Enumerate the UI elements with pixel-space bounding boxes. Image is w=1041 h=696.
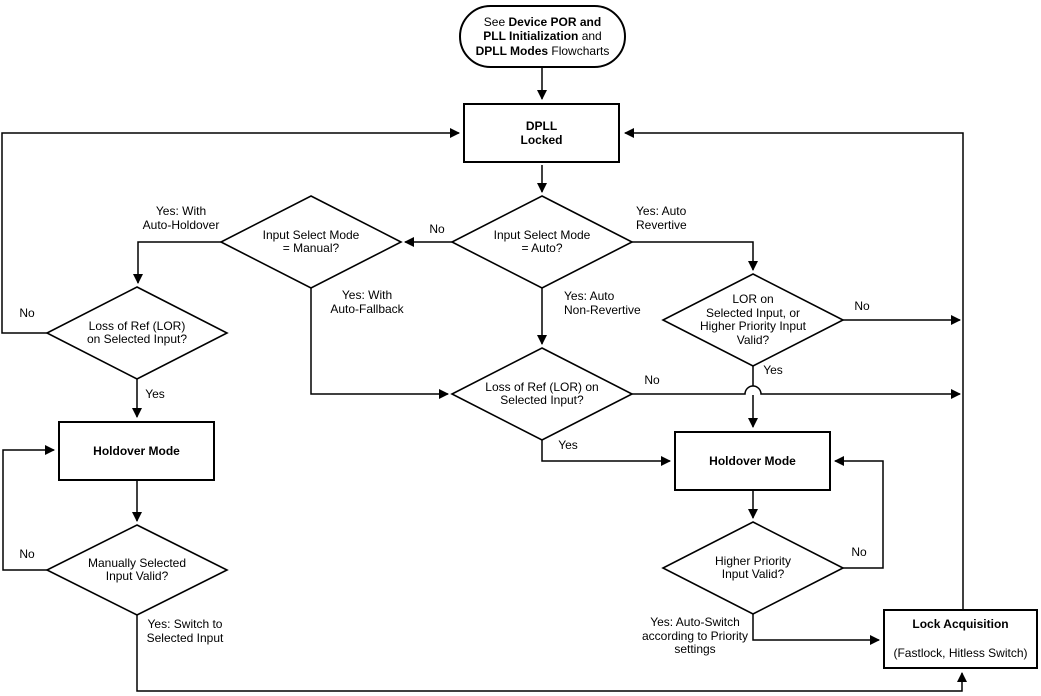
holdover-mode-left-box: Holdover Mode bbox=[58, 421, 215, 481]
dpll-locked-label: DPLL Locked bbox=[520, 118, 563, 148]
edge-label-yes-switch-selected: Yes: Switch to Selected Input bbox=[146, 617, 224, 645]
edge-label-yes-auto-switch: Yes: Auto-Switch according to Priority s… bbox=[641, 615, 749, 656]
edge-higher-priority-no bbox=[834, 456, 884, 569]
edge-label-no-higher-priority: No bbox=[851, 545, 867, 559]
edge-label-yes-auto-nonrevertive: Yes: Auto Non-Revertive bbox=[564, 289, 641, 317]
edge-lor-mid-no bbox=[632, 385, 961, 399]
decision-lor-left-shape bbox=[45, 286, 229, 380]
edge-auto-yes-revertive bbox=[632, 241, 758, 271]
edge-manual-yes-holdover bbox=[133, 241, 221, 284]
lock-acquisition-label: Lock Acquisition (Fastlock, Hitless Swit… bbox=[893, 603, 1027, 676]
decision-input-select-auto-shape bbox=[450, 195, 634, 289]
decision-input-select-manual: Input Select Mode = Manual? bbox=[262, 227, 360, 255]
edge-lor-left-no bbox=[1, 128, 460, 334]
decision-higher-priority-shape bbox=[661, 521, 845, 615]
holdover-mode-right-label: Holdover Mode bbox=[709, 453, 796, 468]
decision-lor-mid: Loss of Ref (LOR) on Selected Input? bbox=[485, 379, 599, 407]
edge-label-yes-auto-fallback: Yes: With Auto-Fallback bbox=[330, 288, 404, 316]
holdover-mode-left-label: Holdover Mode bbox=[93, 443, 180, 458]
decision-lor-mid-shape bbox=[450, 347, 634, 441]
edge-lock-to-dpll bbox=[624, 128, 964, 609]
edge-label-yes-lor-left: Yes bbox=[145, 387, 165, 401]
edge-label-yes-auto-revertive: Yes: Auto Revertive bbox=[636, 204, 687, 232]
edge-label-yes-lor-higher: Yes bbox=[763, 363, 783, 377]
start-terminal-label: See Device POR and PLL Initialization an… bbox=[475, 14, 610, 58]
edge-manual-yes-fallback bbox=[310, 288, 449, 399]
lock-acquisition-title: Lock Acquisition bbox=[912, 617, 1009, 632]
decision-manual-valid: Manually Selected Input Valid? bbox=[87, 555, 187, 583]
edge-label-no-auto: No bbox=[429, 222, 445, 236]
edge-label-yes-auto-holdover: Yes: With Auto-Holdover bbox=[142, 204, 220, 232]
edge-label-no-lor-mid: No bbox=[644, 373, 660, 387]
edge-lor-mid-yes bbox=[541, 440, 671, 466]
decision-lor-higher: LOR on Selected Input, or Higher Priorit… bbox=[699, 292, 807, 347]
edge-label-no-manual-valid: No bbox=[19, 547, 35, 561]
edge-manual-valid-yes bbox=[136, 615, 967, 692]
decision-manual-valid-shape bbox=[45, 524, 229, 616]
edge-label-yes-lor-mid: Yes bbox=[558, 438, 578, 452]
decision-lor-higher-shape bbox=[661, 273, 845, 367]
lock-acquisition-subtitle: (Fastlock, Hitless Switch) bbox=[893, 646, 1028, 661]
dpll-locked-box: DPLL Locked bbox=[463, 103, 620, 163]
start-terminal: See Device POR and PLL Initialization an… bbox=[459, 5, 626, 68]
decision-higher-priority: Higher Priority Input Valid? bbox=[714, 553, 792, 581]
edge-label-no-lor-higher: No bbox=[854, 299, 870, 313]
edge-manual-valid-no bbox=[2, 445, 55, 571]
decision-input-select-manual-shape bbox=[219, 195, 403, 289]
lock-acquisition-box: Lock Acquisition (Fastlock, Hitless Swit… bbox=[883, 609, 1038, 669]
edge-higher-priority-yes bbox=[752, 614, 880, 645]
decision-lor-left: Loss of Ref (LOR) on Selected Input? bbox=[86, 318, 188, 346]
decision-input-select-auto: Input Select Mode = Auto? bbox=[493, 227, 591, 255]
holdover-mode-right-box: Holdover Mode bbox=[674, 431, 831, 491]
edge-label-no-lor-left: No bbox=[19, 306, 35, 320]
